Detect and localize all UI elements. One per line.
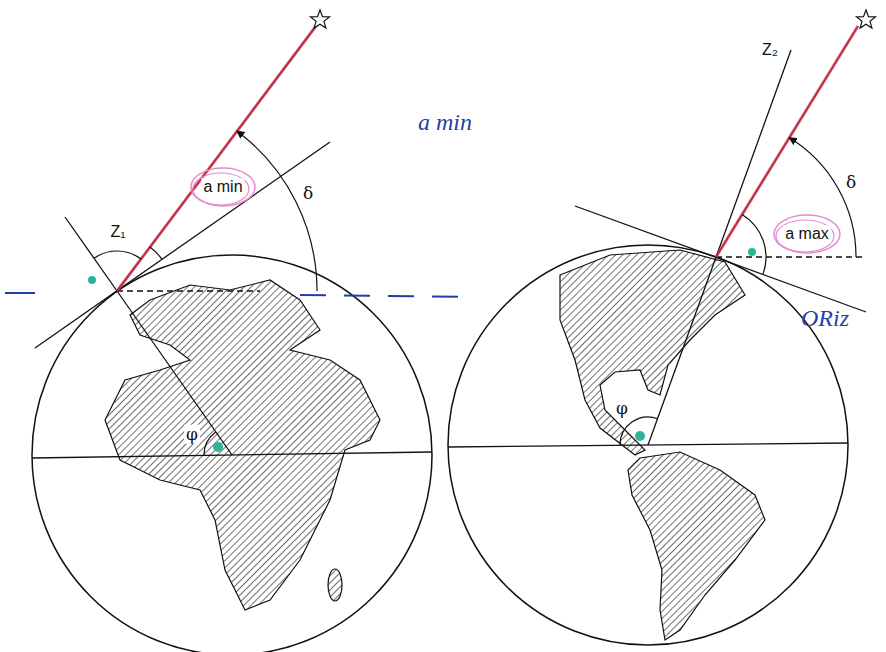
angle-label: a max [783, 225, 831, 243]
angle-label: δ [844, 173, 858, 192]
handwritten-note: ORiz [799, 305, 851, 331]
angle-label: Z₂ [760, 41, 780, 59]
angle-label: a min [201, 178, 244, 196]
angle-label: φ [184, 425, 200, 444]
handwritten-note: a min [416, 109, 474, 135]
angle-label: δ [301, 184, 315, 203]
angle-label: φ [614, 399, 630, 418]
star-symbol [311, 10, 330, 28]
star-symbol [857, 10, 876, 28]
angle-label: Z₁ [108, 223, 127, 241]
